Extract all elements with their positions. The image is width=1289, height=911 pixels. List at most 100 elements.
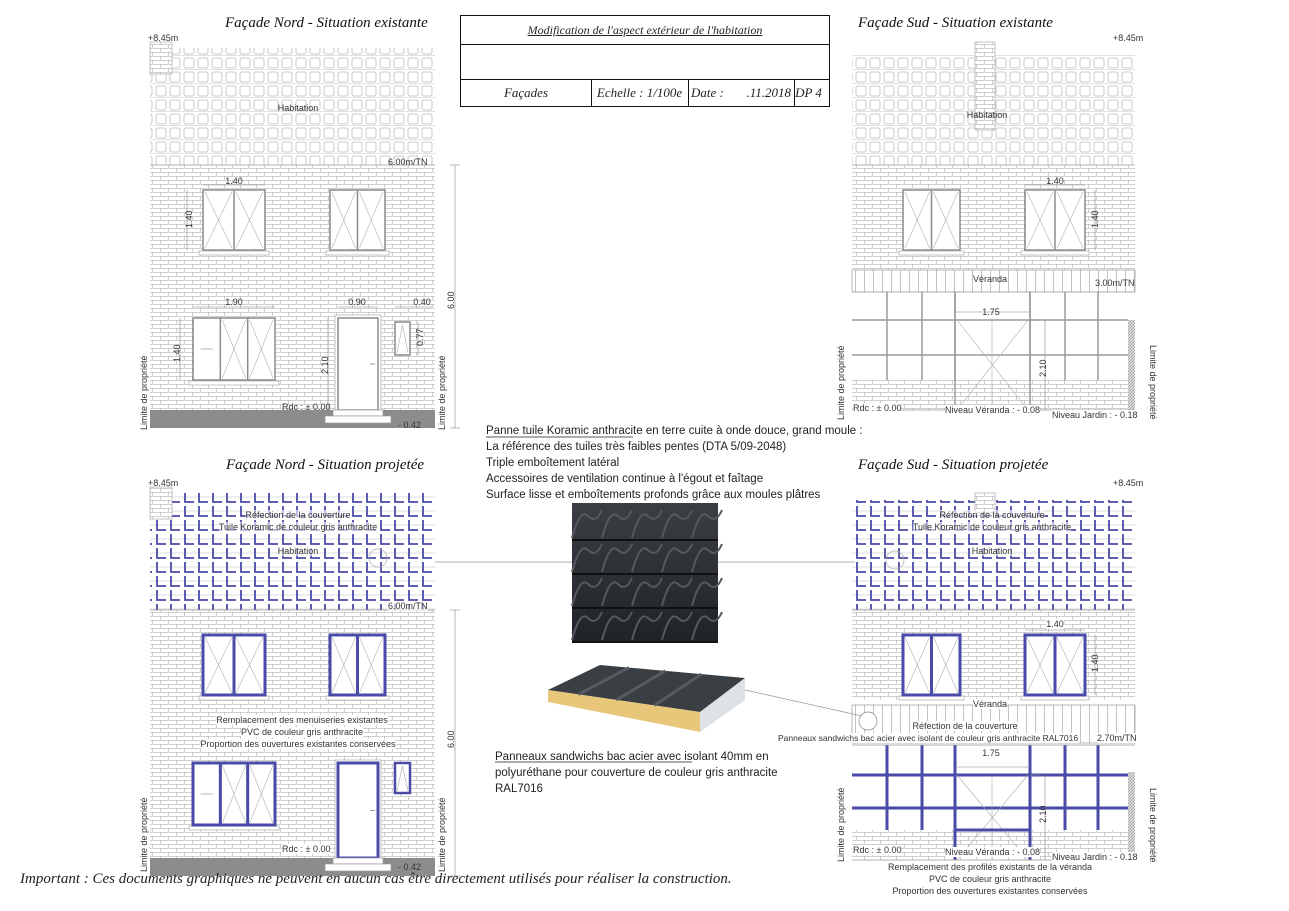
veranda-floor-level: Niveau Véranda : - 0.08 <box>945 405 1041 415</box>
dim-width: 1.40 <box>225 176 243 186</box>
scale: Echelle : 1/100e <box>591 79 689 106</box>
exterior-level: - 0.42 <box>398 862 422 872</box>
chimney <box>149 41 173 75</box>
upper-window <box>1020 633 1090 701</box>
veranda-roof-note: Réfection de la couverture <box>912 721 1018 731</box>
roof-level: +8.45m <box>148 478 179 488</box>
property-limit-right: Limite de propriété <box>437 797 447 872</box>
dim-door-width: 1.75 <box>982 307 1000 317</box>
property-limit-left: Limite de propriété <box>139 797 149 872</box>
ground-floor-level: Rdc : ± 0.00 <box>282 844 331 854</box>
ground-floor-level: Rdc : ± 0.00 <box>282 402 331 412</box>
front-door <box>334 759 382 860</box>
garden-level: Niveau Jardin : - 0.18 <box>1052 852 1138 862</box>
lower-window <box>188 317 280 386</box>
veranda-level: 3.00m/TN <box>1095 278 1135 288</box>
room-label: Habitation <box>971 546 1013 556</box>
leader-lines <box>435 436 863 763</box>
tile-spec: Panne tuile Koramic anthracite en terre … <box>486 423 863 503</box>
tile-spec-line: La référence des tuiles très faibles pen… <box>486 441 787 453</box>
upper-window <box>898 633 965 701</box>
veranda-level: 2.70m/TN <box>1097 733 1137 743</box>
dim-height: 0.77 <box>415 328 425 346</box>
title-north-existing: Façade Nord - Situation existante <box>225 15 428 31</box>
chimney <box>149 486 173 520</box>
property-wall-hatch <box>1128 320 1135 410</box>
lower-window <box>188 761 280 831</box>
dim-door-height: 2.10 <box>1038 805 1048 823</box>
upper-window <box>325 633 390 701</box>
veranda-roof-note: Panneaux sandwichs bac acier avec isolan… <box>778 733 1079 743</box>
profile-note: Proportion des ouvertures existantes con… <box>892 886 1088 896</box>
dim-door-width: 1.75 <box>982 748 1000 758</box>
veranda-floor-level: Niveau Véranda : - 0.08 <box>945 847 1041 857</box>
title-south-existing: Façade Sud - Situation existante <box>858 15 1053 31</box>
dim-height: 1.40 <box>184 210 194 228</box>
dim-width: 1.40 <box>1046 619 1064 629</box>
panel-spec: Panneaux sandwichs bac acier avec isolan… <box>495 749 778 797</box>
tile-spec-line: Triple emboîtement latéral <box>486 457 620 469</box>
eave-level: 6.00m/TN <box>388 157 428 167</box>
joinery-note: PVC de couleur gris anthracite <box>240 727 364 737</box>
dim-total-height: 6.00 <box>446 291 456 309</box>
title-north-projected: Façade Nord - Situation projetée <box>226 457 425 473</box>
veranda-label: Véranda <box>972 699 1008 709</box>
roof-note: Réfection de la couverture <box>245 510 351 520</box>
upper-window <box>325 189 390 256</box>
ground-floor-level: Rdc : ± 0.00 <box>853 403 902 413</box>
upper-window <box>198 633 270 701</box>
room-label: Habitation <box>277 103 319 113</box>
roof-note: Tuile Koramic de couleur gris anthracite <box>218 522 378 532</box>
joinery-note: Remplacement des menuiseries existantes <box>216 715 388 725</box>
sandwich-panel-image <box>548 665 745 732</box>
dp-number: DP 4 <box>795 84 822 100</box>
panel-spec-line: RAL7016 <box>495 783 543 795</box>
entrance-steps <box>324 409 392 424</box>
dim-height: 1.40 <box>1090 654 1100 672</box>
tile-spec-line: Surface lisse et emboîtements profonds g… <box>486 489 821 501</box>
chimney <box>974 41 996 131</box>
disclaimer: Important : Ces documents graphiques ne … <box>20 871 732 887</box>
tile-spec-heading: Panne tuile Koramic anthracite <box>486 425 643 437</box>
upper-window <box>898 189 965 256</box>
joinery-note: Proportion des ouvertures existantes con… <box>200 739 396 749</box>
dim-door-height: 2.10 <box>1038 359 1048 377</box>
property-limit-left: Limite de propriété <box>836 787 846 862</box>
dim-height: 1.40 <box>172 344 182 362</box>
ground <box>150 410 435 428</box>
panel-spec-line: Panneaux sandwichs bac acier avec isolan… <box>495 751 769 763</box>
upper-window <box>198 189 270 256</box>
ventilation-circle <box>885 550 905 570</box>
panel-spec-line: polyuréthane pour couverture de couleur … <box>495 767 778 779</box>
room-label: Habitation <box>277 546 319 556</box>
dim-door-height: 2.10 <box>320 356 330 374</box>
roof-level: +8.45m <box>1113 478 1144 488</box>
veranda-door <box>955 774 1030 861</box>
dim-total-height: 6.00 <box>446 730 456 748</box>
property-limit-right: Limite de propriété <box>1148 788 1158 863</box>
small-window <box>394 321 411 356</box>
small-window <box>393 761 412 795</box>
roof-note: Réfection de la couverture <box>939 510 1045 520</box>
roof-level: +8.45m <box>148 33 179 43</box>
eave-level: 6.00m/TN <box>388 601 428 611</box>
title-south-projected: Façade Sud - Situation projetée <box>858 457 1049 473</box>
front-door <box>334 314 382 411</box>
veranda-label: Véranda <box>972 274 1008 284</box>
roof-tiles <box>150 48 435 165</box>
property-limit-left: Limite de propriété <box>836 345 846 420</box>
dim-width: 0.40 <box>413 297 431 307</box>
profile-note: Remplacement des profilés existants de l… <box>887 862 1093 872</box>
brick-wall <box>852 610 1135 700</box>
ground-floor-level: Rdc : ± 0.00 <box>853 845 902 855</box>
veranda-door <box>956 319 1029 411</box>
exterior-level: - 0.42 <box>398 420 422 430</box>
property-limit-left: Limite de propriété <box>139 355 149 430</box>
sheet-name: Façades <box>461 79 592 106</box>
ventilation-circle <box>368 548 388 568</box>
dim-door-width: 0.90 <box>348 297 366 307</box>
room-label: Habitation <box>966 110 1008 120</box>
tile-spec-line: Accessoires de ventilation continue à l'… <box>486 473 764 485</box>
property-limit-right: Limite de propriété <box>1148 345 1158 420</box>
